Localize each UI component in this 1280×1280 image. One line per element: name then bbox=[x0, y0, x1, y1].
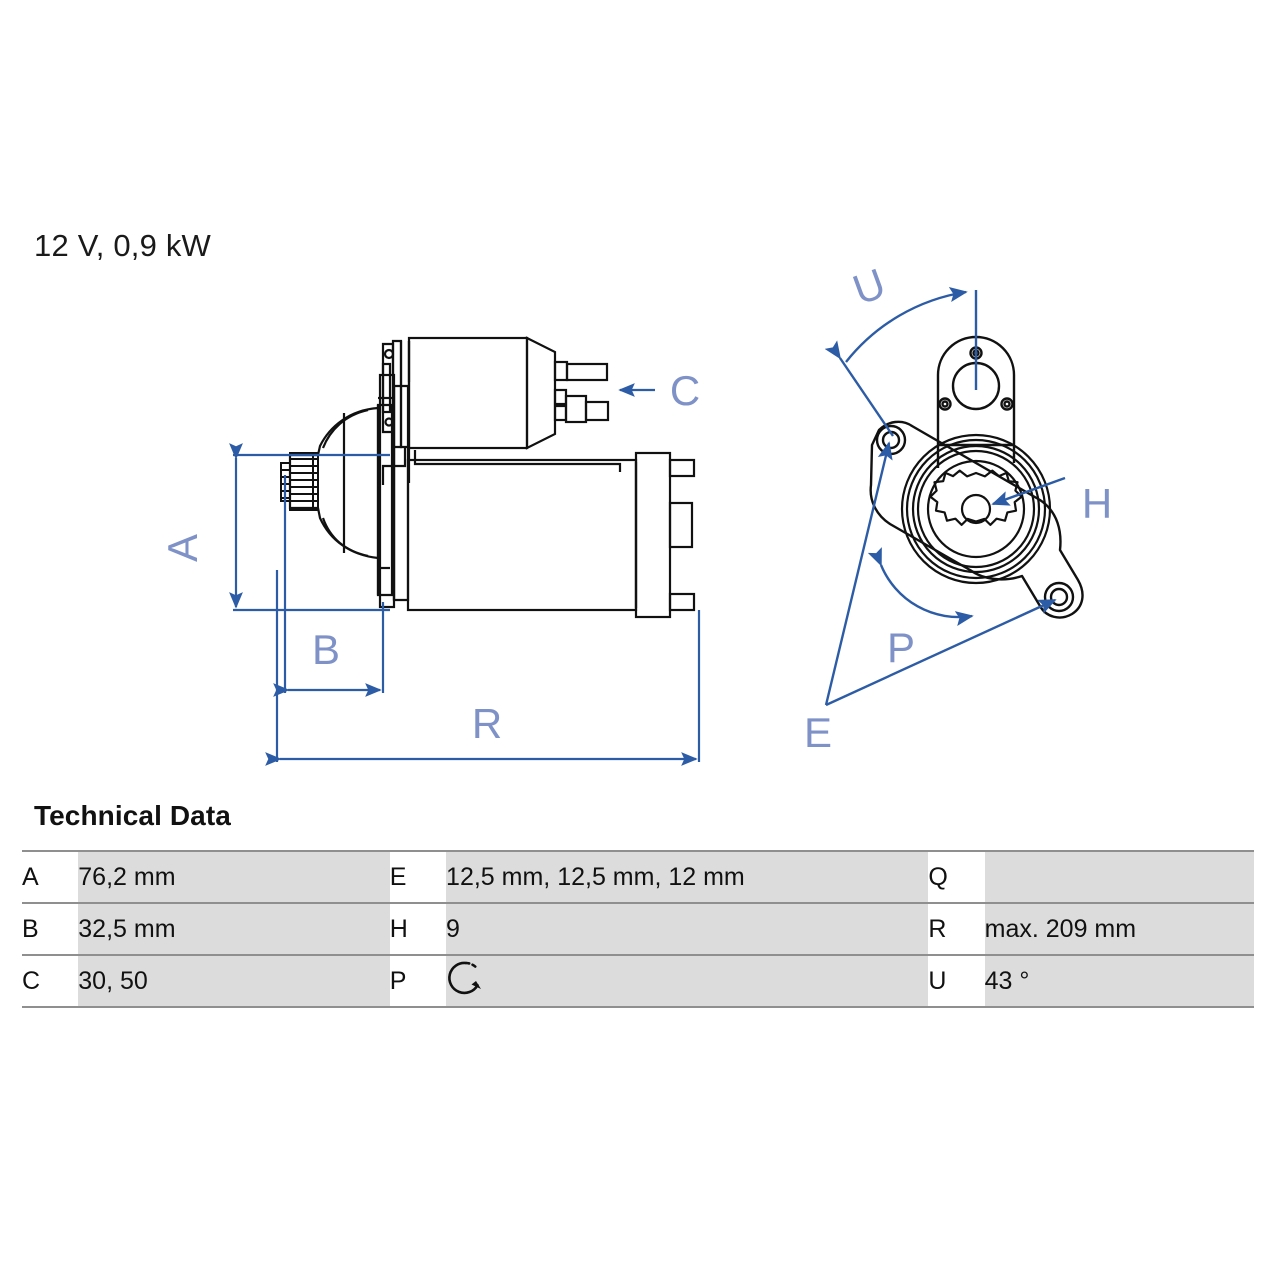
dimension-a bbox=[229, 443, 390, 612]
key-q: Q bbox=[928, 850, 985, 904]
drive-end-housing bbox=[288, 373, 410, 609]
label-b: B bbox=[312, 626, 340, 673]
technical-data-heading: Technical Data bbox=[34, 800, 231, 831]
value-a: 76,2 mm bbox=[78, 850, 390, 904]
clockwise-rotation-icon bbox=[446, 959, 486, 1002]
label-p: P bbox=[887, 624, 915, 671]
end-view-group bbox=[869, 335, 1084, 619]
drive-end-rings bbox=[900, 433, 1052, 585]
table-row: C 30, 50 P U 43 ° bbox=[22, 954, 1254, 1008]
value-e: 12,5 mm, 12,5 mm, 12 mm bbox=[446, 850, 929, 904]
key-u: U bbox=[928, 954, 985, 1008]
value-b: 32,5 mm bbox=[78, 902, 390, 956]
pinion-gear bbox=[280, 452, 319, 511]
value-q bbox=[984, 850, 1254, 904]
side-elevation-group bbox=[280, 336, 696, 619]
key-p: P bbox=[389, 954, 447, 1008]
label-e: E bbox=[804, 709, 832, 756]
side-view-dimensions bbox=[229, 383, 701, 766]
side-view-labels: A B R C bbox=[159, 367, 700, 747]
label-h: H bbox=[1082, 480, 1112, 527]
technical-data-table: A 76,2 mm E 12,5 mm, 12,5 mm, 12 mm Q B … bbox=[22, 850, 1254, 1008]
key-e: E bbox=[389, 850, 447, 904]
key-h: H bbox=[389, 902, 447, 956]
motor-housing bbox=[406, 451, 696, 619]
label-r: R bbox=[472, 700, 502, 747]
dimension-p bbox=[867, 547, 974, 627]
value-r: max. 209 mm bbox=[984, 902, 1254, 956]
key-c: C bbox=[22, 954, 79, 1008]
table-row: B 32,5 mm H 9 R max. 209 mm bbox=[22, 902, 1254, 956]
splined-pinion bbox=[929, 469, 1023, 526]
drawing-svg: A B R C bbox=[159, 259, 1112, 766]
dimension-b bbox=[273, 475, 385, 697]
dimension-e bbox=[824, 441, 1057, 707]
dimension-u bbox=[824, 287, 978, 437]
key-b: B bbox=[22, 902, 79, 956]
value-c: 30, 50 bbox=[78, 954, 390, 1008]
solenoid-body bbox=[381, 336, 622, 485]
label-a: A bbox=[159, 534, 206, 562]
product-spec-title: 12 V, 0,9 kW bbox=[34, 228, 212, 263]
table-row: A 76,2 mm E 12,5 mm, 12,5 mm, 12 mm Q bbox=[22, 850, 1254, 904]
end-view-dimensions bbox=[824, 287, 1066, 707]
label-c: C bbox=[670, 367, 700, 414]
value-h: 9 bbox=[446, 902, 929, 956]
dimension-r bbox=[265, 570, 701, 766]
key-a: A bbox=[22, 850, 79, 904]
technical-drawing: A B R C bbox=[0, 250, 1280, 780]
value-u: 43 ° bbox=[984, 954, 1254, 1008]
end-view-labels: U H P E bbox=[804, 259, 1112, 756]
label-u: U bbox=[847, 259, 892, 314]
value-p bbox=[446, 954, 929, 1008]
dimension-h bbox=[991, 476, 1066, 506]
key-r: R bbox=[928, 902, 985, 956]
